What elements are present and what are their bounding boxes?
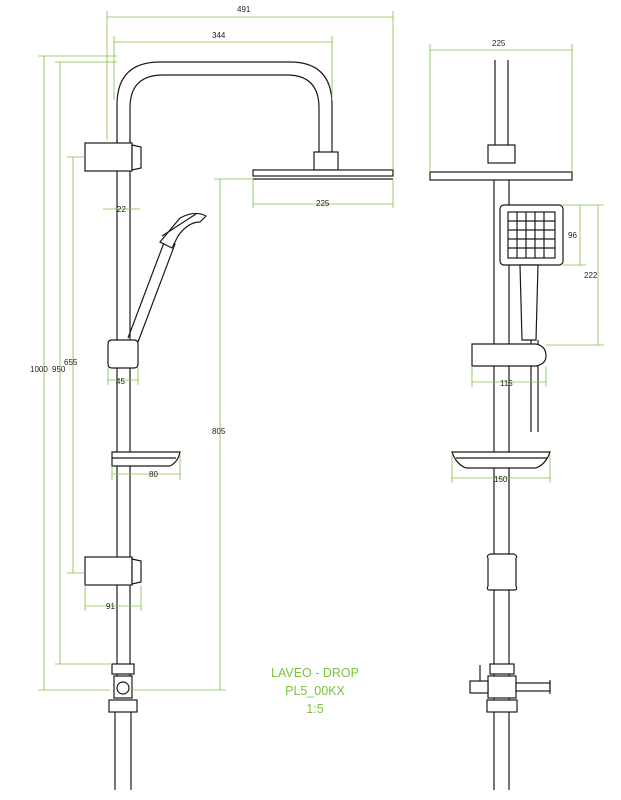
dim-225-front-label: 225 [492,39,506,48]
side-view [84,61,394,790]
diverter-side [108,663,138,790]
dim-45-label: 45 [116,377,125,386]
product-code: PL5_00KX [285,684,345,698]
hand-shower-front [499,204,564,432]
dim-45: 45 [107,368,139,386]
dim-225-head-label: 225 [316,199,330,208]
dim-655-label: 655 [64,358,78,367]
slider-side [107,339,139,369]
dim-1000-label: 1000 [30,365,48,374]
dim-80-label: 80 [149,470,158,479]
dim-222: 222 [546,204,604,346]
dim-805-label: 805 [212,427,226,436]
bottom-wall-bracket [84,556,142,586]
dimensions-front: 225 96 222 115 150 [429,39,604,484]
soap-shelf-side [111,451,181,467]
front-view [429,60,573,790]
dim-805: 805 [132,178,253,691]
overhead-arm [116,61,333,152]
dim-1000: 1000 [30,55,117,691]
dim-950: 950 [52,61,117,665]
diverter-front [469,663,551,790]
dim-22-label: 22 [117,205,126,214]
dimensions-side: 491 344 225 22 45 [30,5,394,691]
dim-91-label: 91 [106,602,115,611]
dim-222-label: 222 [584,271,598,280]
front-head-connector [487,144,516,164]
dim-491-label: 491 [237,5,251,14]
top-wall-bracket [84,142,142,172]
drawing-scale: 1:5 [306,702,324,716]
dim-225-front: 225 [429,39,573,172]
dim-225-head: 225 [252,180,394,208]
dim-91: 91 [84,585,142,611]
front-main-pipe [493,180,510,700]
dim-80: 80 [111,455,181,480]
head-connector [313,151,339,171]
dim-655: 655 [64,156,85,574]
dim-96-label: 96 [568,231,577,240]
dim-150-label: 150 [494,475,508,484]
hand-shower-side [127,212,207,343]
main-pipe [116,140,131,698]
slider-front [471,343,547,367]
dim-150: 150 [451,455,551,484]
front-riser-top [494,60,509,145]
dim-344-label: 344 [212,31,226,40]
lower-bracket-front [486,553,518,591]
dim-22: 22 [103,205,140,214]
dim-950-label: 950 [52,365,66,374]
title-block: LAVEO - DROP PL5_00KX 1:5 [240,664,390,718]
soap-shelf-front [451,451,551,469]
shower-head-side [252,169,394,180]
product-name: LAVEO - DROP [271,666,359,680]
dim-115: 115 [471,366,547,388]
dim-96: 96 [563,204,586,266]
dim-491: 491 [106,5,394,170]
shower-head-front [429,171,573,181]
dim-344: 344 [113,31,333,100]
dim-115-label: 115 [500,379,513,388]
